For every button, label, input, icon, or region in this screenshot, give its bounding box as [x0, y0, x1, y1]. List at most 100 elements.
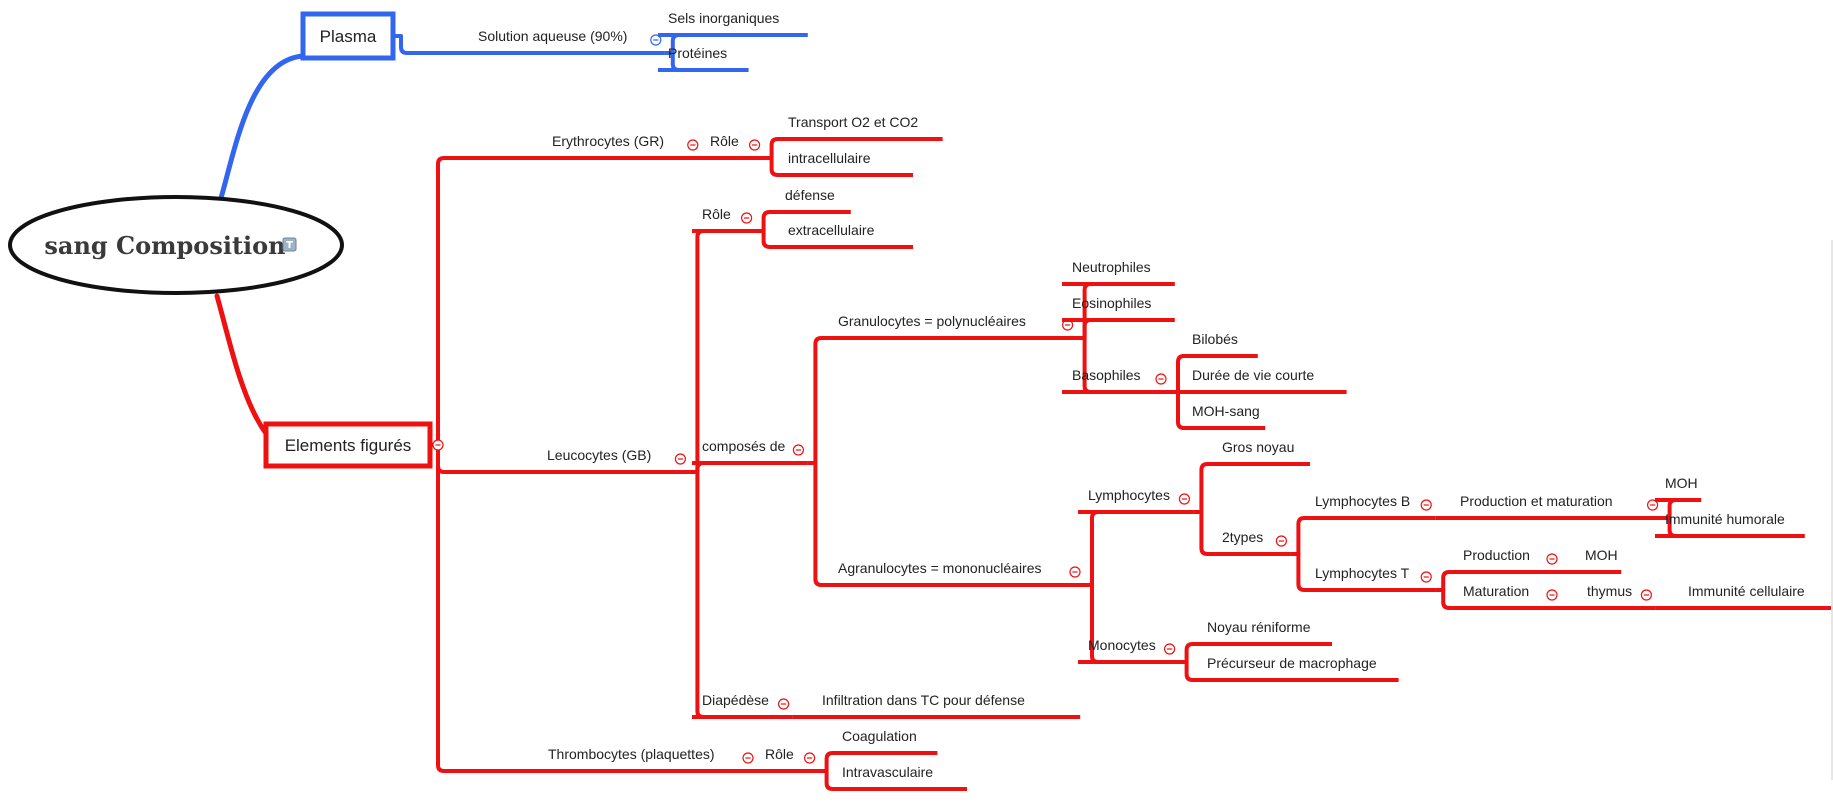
node-role-ery_role[interactable]: Rôle: [700, 133, 764, 160]
node-gros-noyau-gros[interactable]: Gros noyau: [1212, 439, 1310, 466]
collapse-toggle-icon[interactable]: [1069, 566, 1081, 578]
node-role-leu_role[interactable]: Rôle: [692, 206, 756, 233]
connector-plasma: [218, 53, 306, 201]
node-immunite-humorale-humor[interactable]: Immunité humorale: [1655, 511, 1805, 538]
node-moh-sang-moh1[interactable]: MOH-sang: [1182, 403, 1266, 430]
node-elements-figures-elem[interactable]: Elements figurés: [263, 421, 444, 469]
node-label: Maturation: [1463, 583, 1529, 599]
node-label: Durée de vie courte: [1192, 367, 1314, 383]
collapse-toggle-icon[interactable]: [748, 139, 761, 151]
node-label: Diapédèse: [702, 692, 769, 708]
node-thrombocytes-plaquettes-thr[interactable]: Thrombocytes (plaquettes): [538, 746, 757, 773]
node-label: Immunité humorale: [1665, 511, 1785, 527]
node-label: Plasma: [320, 27, 377, 46]
node-bilobes-bilo[interactable]: Bilobés: [1182, 331, 1258, 358]
node-immunite-cellulaire-cell[interactable]: Immunité cellulaire: [1678, 583, 1833, 610]
node-label: Rôle: [765, 746, 794, 762]
node-precurseur-de-macrophage-precu[interactable]: Précurseur de macrophage: [1197, 655, 1399, 682]
collapse-toggle-icon[interactable]: [1420, 571, 1432, 583]
node-lymphocytes-lymph[interactable]: Lymphocytes: [1078, 487, 1194, 514]
node-monocytes-mono[interactable]: Monocytes: [1078, 637, 1179, 664]
node-coagulation-coag[interactable]: Coagulation: [832, 728, 938, 755]
root-label: sang Composition: [44, 231, 285, 260]
node-granulocytes-polynucleaires-gran[interactable]: Granulocytes = polynucléaires: [828, 313, 1077, 340]
connector-matu: [1435, 588, 1453, 610]
node-leucocytes-gb-leu[interactable]: Leucocytes (GB): [537, 447, 690, 474]
node-thymus-thym[interactable]: thymus: [1577, 583, 1656, 610]
node-basophiles-baso[interactable]: Basophiles: [1062, 367, 1170, 394]
node-production-prod[interactable]: Production: [1453, 547, 1561, 574]
node-label: Lymphocytes T: [1315, 565, 1410, 581]
node-label: Solution aqueuse (90%): [478, 28, 627, 44]
node-neutrophiles-neut[interactable]: Neutrophiles: [1062, 259, 1175, 286]
collapse-toggle-icon[interactable]: [803, 752, 816, 764]
node-sels-inorganiques-sels[interactable]: Sels inorganiques: [658, 10, 808, 37]
note-icon[interactable]: [282, 237, 297, 252]
node-label: Gros noyau: [1222, 439, 1294, 455]
node-label: Infiltration dans TC pour défense: [822, 692, 1025, 708]
node-proteines-prot[interactable]: Protéines: [658, 45, 749, 72]
node-label: Sels inorganiques: [668, 10, 779, 26]
collapse-toggle-icon[interactable]: [674, 453, 687, 465]
node-lymphocytes-t-lt[interactable]: Lymphocytes T: [1305, 565, 1436, 592]
node-label: Transport O2 et CO2: [788, 114, 918, 130]
node-composes-de-comp[interactable]: composés de: [692, 438, 808, 465]
connector-precu: [1178, 660, 1197, 682]
connector-gran: [807, 336, 828, 465]
node-defense-leu_def[interactable]: défense: [775, 187, 851, 214]
node-extracellulaire-leu_ext[interactable]: extracellulaire: [778, 222, 913, 249]
collapse-toggle-icon[interactable]: [1546, 553, 1558, 565]
node-2types-two[interactable]: 2types: [1212, 529, 1291, 556]
node-label: MOH: [1585, 547, 1618, 563]
node-label: Thrombocytes (plaquettes): [548, 746, 715, 762]
connector-leu_ext: [755, 229, 778, 249]
collapse-toggle-icon[interactable]: [792, 444, 805, 456]
connector-ery: [430, 156, 542, 447]
node-label: Leucocytes (GB): [547, 447, 651, 463]
node-duree-de-vie-courte-duree[interactable]: Durée de vie courte: [1182, 367, 1347, 394]
node-maturation-matu[interactable]: Maturation: [1453, 583, 1561, 610]
collapse-toggle-icon[interactable]: [1420, 499, 1432, 511]
node-moh-moh3[interactable]: MOH: [1575, 547, 1622, 574]
node-intracellulaire-ery_i[interactable]: intracellulaire: [778, 150, 913, 177]
root-node[interactable]: sang Composition: [8, 195, 344, 295]
node-erythrocytes-gr-ery[interactable]: Erythrocytes (GR): [542, 133, 702, 160]
vertical-scrollbar[interactable]: [1831, 240, 1833, 780]
collapse-toggle-icon[interactable]: [742, 752, 754, 764]
node-eosinophiles-eos[interactable]: Eosinophiles: [1062, 295, 1175, 322]
collapse-toggle-icon[interactable]: [1546, 589, 1558, 601]
node-noyau-reniforme-noyau[interactable]: Noyau réniforme: [1197, 619, 1332, 646]
collapse-toggle-icon[interactable]: [777, 698, 790, 710]
node-plasma-plasma[interactable]: Plasma: [300, 11, 396, 61]
connector-lt: [1290, 552, 1307, 592]
collapse-toggle-icon[interactable]: [1640, 589, 1653, 601]
node-label: thymus: [1587, 583, 1632, 599]
collapse-toggle-icon[interactable]: [1178, 493, 1191, 505]
node-moh-moh2[interactable]: MOH: [1655, 475, 1702, 502]
node-production-et-maturation-prodmat[interactable]: Production et maturation: [1450, 493, 1662, 520]
connector-leu_def: [755, 210, 775, 233]
node-label: Lymphocytes B: [1315, 493, 1410, 509]
node-label: Immunité cellulaire: [1688, 583, 1805, 599]
node-lymphocytes-b-lb[interactable]: Lymphocytes B: [1305, 493, 1436, 520]
node-diapedese-diap[interactable]: Diapédèse: [692, 692, 793, 719]
collapse-toggle-icon[interactable]: [1155, 373, 1167, 385]
collapse-toggle-icon[interactable]: [687, 139, 699, 151]
node-agranulocytes-mononucleaires-agran[interactable]: Agranulocytes = mononucléaires: [828, 560, 1084, 587]
collapse-toggle-icon[interactable]: [650, 34, 662, 46]
collapse-toggle-icon[interactable]: [740, 212, 753, 224]
node-transport-o2-et-co2-ery_t[interactable]: Transport O2 et CO2: [778, 114, 943, 141]
connector-agran: [807, 461, 828, 587]
node-label: extracellulaire: [788, 222, 875, 238]
collapse-toggle-icon[interactable]: [432, 439, 444, 451]
connector-prod: [1435, 570, 1453, 592]
node-solution-aqueuse-90-aq[interactable]: Solution aqueuse (90%): [468, 28, 665, 55]
node-infiltration-dans-tc-pour-defense-infil[interactable]: Infiltration dans TC pour défense: [812, 692, 1081, 719]
node-role-thr_role[interactable]: Rôle: [755, 746, 819, 773]
node-label: Bilobés: [1192, 331, 1238, 347]
collapse-toggle-icon[interactable]: [1163, 643, 1176, 655]
node-intravasculaire-intrav[interactable]: Intravasculaire: [832, 764, 967, 791]
collapse-toggle-icon[interactable]: [1275, 535, 1288, 547]
connector-ery_t: [763, 137, 780, 160]
collapse-toggle-icon[interactable]: [1646, 499, 1659, 511]
